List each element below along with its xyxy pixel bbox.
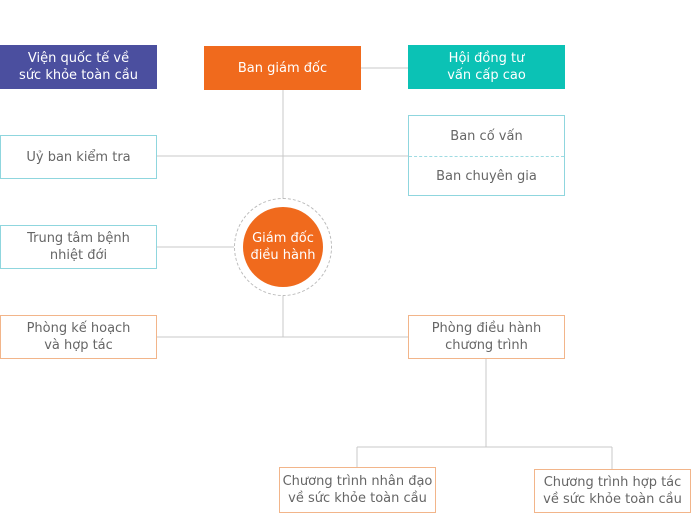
cooperation-program-box[interactable]: Chương trình hợp tác về sức khỏe toàn cầ…: [534, 469, 691, 513]
humanitarian-program-box[interactable]: Chương trình nhân đạo về sức khỏe toàn c…: [279, 467, 436, 513]
cooperation-program-label: Chương trình hợp tác về sức khỏe toàn cầ…: [543, 475, 682, 507]
tropical-disease-center-box[interactable]: Trung tâm bệnh nhiệt đới: [0, 225, 157, 269]
board-of-directors-box[interactable]: Ban giám đốc: [204, 46, 361, 90]
executive-director-label: Giám đốc điều hành: [250, 231, 316, 263]
senior-advisory-council-box[interactable]: Hội đồng tư vấn cấp cao: [408, 45, 565, 89]
institute-box[interactable]: Viện quốc tế về sức khỏe toàn cầu: [0, 45, 157, 89]
expert-board-cell[interactable]: Ban chuyên gia: [409, 156, 564, 196]
executive-director-node[interactable]: Giám đốc điều hành: [243, 207, 323, 287]
senior-advisory-council-label: Hội đồng tư vấn cấp cao: [447, 51, 526, 83]
institute-label: Viện quốc tế về sức khỏe toàn cầu: [19, 51, 138, 83]
planning-cooperation-box[interactable]: Phòng kế hoạch và hợp tác: [0, 315, 157, 359]
expert-board-label: Ban chuyên gia: [436, 168, 537, 184]
advisory-board-cell[interactable]: Ban cố vấn: [409, 116, 564, 156]
humanitarian-program-label: Chương trình nhân đạo về sức khỏe toàn c…: [282, 474, 433, 506]
advisory-divider: [409, 156, 564, 157]
audit-committee-label: Uỷ ban kiểm tra: [26, 149, 131, 165]
planning-cooperation-label: Phòng kế hoạch và hợp tác: [26, 321, 131, 353]
program-operations-label: Phòng điều hành chương trình: [431, 321, 542, 353]
advisory-board-label: Ban cố vấn: [450, 128, 523, 144]
board-of-directors-label: Ban giám đốc: [237, 60, 328, 76]
audit-committee-box[interactable]: Uỷ ban kiểm tra: [0, 135, 157, 179]
advisory-expert-group-box: Ban cố vấn Ban chuyên gia: [408, 115, 565, 196]
tropical-disease-center-label: Trung tâm bệnh nhiệt đới: [27, 231, 130, 263]
program-operations-box[interactable]: Phòng điều hành chương trình: [408, 315, 565, 359]
